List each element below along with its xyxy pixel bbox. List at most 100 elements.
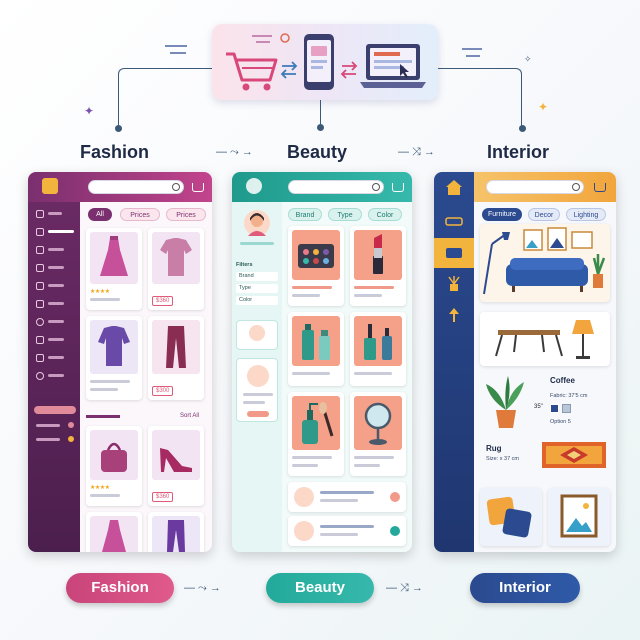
check-icon[interactable] <box>390 526 400 536</box>
cart-icon[interactable] <box>594 183 606 192</box>
beauty-title: Beauty <box>287 142 348 162</box>
profile-name <box>240 242 274 245</box>
bell-icon[interactable] <box>36 282 44 290</box>
product-card-serum[interactable] <box>350 312 406 386</box>
speed-line <box>170 52 186 54</box>
sidebar-item-active[interactable] <box>434 238 474 268</box>
swatch-navy[interactable] <box>550 404 559 413</box>
sidebar-item[interactable] <box>48 284 64 287</box>
chat-icon[interactable] <box>36 354 44 362</box>
sparkle-icon: ✧ <box>524 54 532 64</box>
product-card-pants[interactable] <box>148 512 204 552</box>
product-name <box>354 372 392 375</box>
filter-type-select[interactable]: Type <box>236 284 278 293</box>
category-chip-lighting[interactable]: Lighting <box>566 208 606 221</box>
home-icon[interactable] <box>444 178 464 196</box>
product-card-blouse[interactable] <box>86 316 142 400</box>
cart-icon[interactable] <box>392 183 404 192</box>
sidebar-item-active[interactable] <box>48 230 74 233</box>
product-card-mirror[interactable] <box>350 392 406 476</box>
rug-product[interactable] <box>538 438 610 472</box>
blouse-icon <box>98 326 130 366</box>
sidebar-item[interactable] <box>48 212 62 215</box>
shopping-devices-illustration <box>226 33 426 91</box>
sofa-icon[interactable] <box>444 212 464 228</box>
list-item[interactable] <box>288 482 406 512</box>
fabric-text: Fabric: 37'5 cm <box>550 393 588 399</box>
fashion-pill-button[interactable]: Fashion <box>66 573 174 603</box>
tag-icon[interactable] <box>36 300 44 308</box>
fashion-search-input[interactable] <box>88 180 184 194</box>
plant-product[interactable] <box>480 370 530 434</box>
pillows-card[interactable] <box>480 488 542 546</box>
sidebar-item[interactable] <box>36 424 60 427</box>
product-detail <box>90 388 118 391</box>
chevron-down-icon[interactable] <box>390 492 400 502</box>
product-card-dress[interactable]: ★★★★ <box>86 228 142 310</box>
sidebar-item[interactable] <box>48 356 64 359</box>
beauty-filter-panel: Filters Brand Type Color <box>232 202 282 552</box>
sidebar-item[interactable] <box>48 320 64 323</box>
product-card-shirt[interactable]: $360 <box>148 228 204 310</box>
follow-button[interactable] <box>247 411 269 417</box>
filter-chip-all[interactable]: All <box>88 208 112 221</box>
product-image <box>292 230 340 280</box>
product-card-dress[interactable] <box>86 512 142 552</box>
search-icon <box>572 183 580 191</box>
sidebar-item[interactable] <box>36 438 60 441</box>
beauty-app-screen: Filters Brand Type Color Brand Type Colo… <box>232 172 412 552</box>
category-chip-furniture[interactable]: Furniture <box>482 208 522 221</box>
shopping-bag-icon[interactable] <box>42 178 58 194</box>
sidebar-item[interactable] <box>48 374 64 377</box>
home-icon[interactable] <box>36 210 44 218</box>
cart-icon[interactable] <box>192 183 204 192</box>
filter-chip-type[interactable]: Type <box>328 208 362 221</box>
coffee-table-card[interactable] <box>480 312 610 366</box>
interior-pill-button[interactable]: Interior <box>470 573 580 603</box>
product-card-lipstick[interactable] <box>350 226 406 306</box>
profile-detail <box>243 401 265 404</box>
sparkle-icon: ✦ <box>84 104 95 118</box>
beauty-search-input[interactable] <box>288 180 384 194</box>
filter-chip-prices[interactable]: Prices <box>166 208 206 221</box>
connector-line <box>436 68 522 128</box>
swatch-gray[interactable] <box>562 404 571 413</box>
living-room-card[interactable] <box>480 224 610 302</box>
sidebar-item[interactable] <box>48 248 64 251</box>
filter-chip-brand[interactable]: Brand <box>288 208 322 221</box>
filter-color-select[interactable]: Color <box>236 296 278 305</box>
product-card-heels[interactable]: $360 <box>148 426 204 506</box>
sidebar-item[interactable] <box>48 266 64 269</box>
skincare-bottle-icon <box>302 324 330 360</box>
folder-icon[interactable] <box>36 264 44 272</box>
sidebar-item[interactable] <box>48 302 64 305</box>
wall-art-card[interactable] <box>548 488 610 546</box>
help-icon[interactable] <box>36 372 44 380</box>
filter-chip-prices[interactable]: Prices <box>120 208 160 221</box>
product-card-skincare[interactable] <box>288 312 344 386</box>
user-icon[interactable] <box>36 318 44 326</box>
sidebar-item[interactable] <box>48 338 64 341</box>
product-card-palette[interactable] <box>288 226 344 306</box>
interior-search-input[interactable] <box>486 180 584 194</box>
plant-icon[interactable] <box>446 274 462 292</box>
profile-card-large[interactable] <box>236 358 278 422</box>
sidebar-highlight[interactable] <box>34 406 76 414</box>
sort-all-link[interactable]: Sort All <box>180 413 200 419</box>
avatar <box>249 325 265 341</box>
heart-icon[interactable] <box>36 336 44 344</box>
category-chip-decor[interactable]: Decor <box>528 208 560 221</box>
profile-card[interactable] <box>236 320 278 350</box>
lamp-icon[interactable] <box>446 306 462 324</box>
beauty-pill-button[interactable]: Beauty <box>266 573 374 603</box>
cart-icon[interactable] <box>36 228 44 236</box>
grid-icon[interactable] <box>36 246 44 254</box>
filter-chip-color[interactable]: Color <box>368 208 402 221</box>
product-card-handbag[interactable]: ★★★★ <box>86 426 142 506</box>
product-card-pants[interactable]: $300 <box>148 316 204 400</box>
list-item[interactable] <box>288 516 406 546</box>
avatar[interactable] <box>244 210 270 236</box>
filter-brand-select[interactable]: Brand <box>236 272 278 281</box>
product-card-cleanser[interactable] <box>288 392 344 476</box>
rug-icon <box>542 442 606 468</box>
